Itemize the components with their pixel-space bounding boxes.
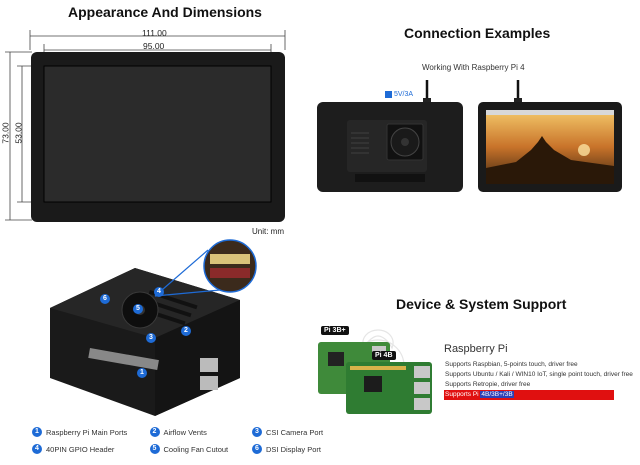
dim-outer-height: 73.00	[0, 122, 11, 144]
callout-1: 1	[137, 368, 147, 378]
dimension-drawing	[5, 30, 286, 222]
legend-item: 1 Raspberry Pi Main Ports	[32, 427, 137, 437]
connection-heading: Connection Examples	[404, 25, 551, 41]
legend-item: 4 40PIN GPIO Header	[32, 444, 137, 454]
legend-item: 2 Airflow Vents	[149, 427, 240, 437]
support-heading: Device & System Support	[396, 296, 567, 312]
dim-inner-width: 95.00	[143, 41, 165, 51]
support-line-3: Supports Retropie, driver free	[445, 381, 531, 388]
power-label: 5V/3A	[385, 91, 413, 98]
callout-4: 4	[154, 287, 164, 297]
callout-2: 2	[181, 326, 191, 336]
supported-models: 4B/3B+/3B	[480, 391, 514, 398]
support-highlight-bar: Supports Pi 4B/3B+/3B	[444, 390, 614, 400]
gpio-zoom	[154, 239, 257, 297]
dim-outer-width: 111.00	[142, 28, 167, 38]
chip-pi-3b-plus: Pi 3B+	[321, 326, 349, 335]
case-isometric	[50, 268, 240, 416]
legend-item: 5 Cooling Fan Cutout	[149, 444, 240, 454]
callout-3: 3	[146, 333, 156, 343]
support-title: Raspberry Pi	[444, 343, 508, 355]
support-line-2: Supports Ubuntu / Kali / WIN10 IoT, sing…	[445, 371, 633, 378]
power-icon	[385, 91, 392, 98]
raspberry-pi-boards	[318, 329, 432, 414]
legend-item: 3 CSI Camera Port	[252, 427, 342, 437]
chip-pi-4b: Pi 4B	[372, 351, 396, 360]
case-back-view	[317, 80, 463, 192]
unit-label: Unit: mm	[252, 227, 284, 236]
legend: 1 Raspberry Pi Main Ports 2 Airflow Vent…	[32, 427, 342, 454]
appearance-heading: Appearance And Dimensions	[68, 4, 262, 20]
callout-5: 5	[133, 304, 143, 314]
dim-inner-height: 53.00	[13, 122, 24, 144]
connection-caption: Working With Raspberry Pi 4	[422, 63, 525, 72]
support-line-1: Supports Raspbian, 5-points touch, drive…	[445, 361, 578, 368]
callout-6: 6	[100, 294, 110, 304]
legend-item: 6 DSI Display Port	[252, 444, 342, 454]
display-front-view	[478, 80, 622, 192]
